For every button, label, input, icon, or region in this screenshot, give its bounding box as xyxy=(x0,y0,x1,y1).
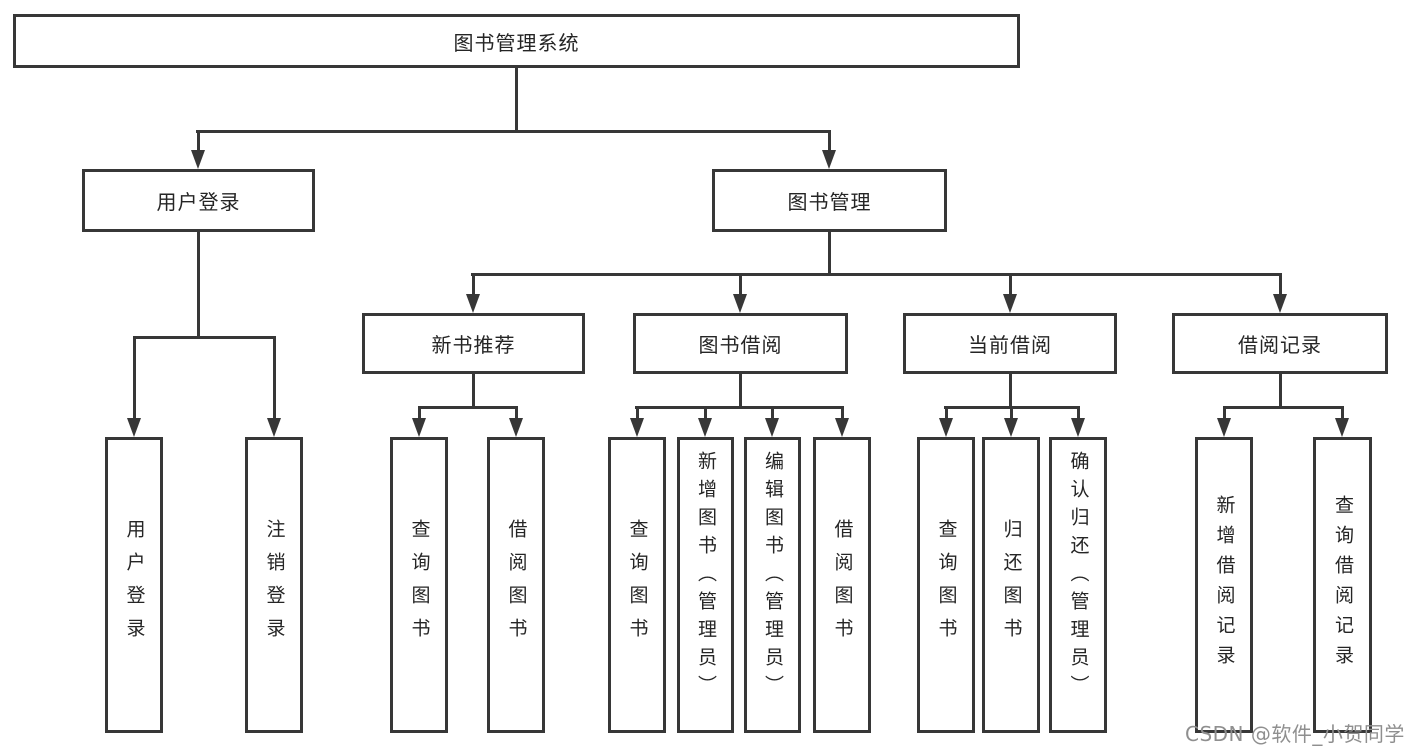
leaf-user-login-label: 用户登录 xyxy=(123,519,146,651)
node-current-borrow-label: 当前借阅 xyxy=(968,333,1052,357)
connector-drop-book-mgmt xyxy=(828,130,831,152)
node-root: 图书管理系统 xyxy=(13,14,1020,68)
connector-drop-br-query xyxy=(1341,406,1344,420)
connector-borrow-records-bar xyxy=(1223,406,1344,409)
node-book-borrow-label: 图书借阅 xyxy=(698,333,783,357)
leaf-user-login: 用户登录 xyxy=(105,437,163,733)
leaf-nb-borrow-books: 借阅图书 xyxy=(487,437,545,733)
arrowhead-bb-query xyxy=(630,418,644,437)
arrowhead-cb-query xyxy=(939,418,953,437)
arrowhead-bb-add xyxy=(698,418,712,437)
connector-book-borrow-stem xyxy=(739,374,742,409)
leaf-cb-confirm-return-label: 确认归还（管理员） xyxy=(1067,451,1090,703)
leaf-cb-return-books: 归还图书 xyxy=(982,437,1040,733)
leaf-br-query-record: 查询借阅记录 xyxy=(1313,437,1372,733)
connector-user-login-stem xyxy=(197,232,200,339)
connector-drop-user-login xyxy=(197,130,200,152)
connector-drop-cb-return xyxy=(1010,406,1013,420)
connector-drop-leaf-user-login xyxy=(133,336,136,420)
arrowhead-book-borrow xyxy=(733,294,747,313)
node-book-mgmt: 图书管理 xyxy=(712,169,947,232)
connector-drop-nb-borrow xyxy=(515,406,518,420)
connector-user-login-bar xyxy=(133,336,276,339)
leaf-cb-return-books-label: 归还图书 xyxy=(1000,519,1023,651)
node-book-borrow: 图书借阅 xyxy=(633,313,848,374)
connector-level3-bar xyxy=(471,273,1281,276)
arrowhead-bb-edit xyxy=(765,418,779,437)
csdn-watermark: CSDN @软件_小贺同学 xyxy=(1185,722,1405,746)
connector-drop-new-book-rec xyxy=(472,273,475,296)
arrowhead-cb-return xyxy=(1004,418,1018,437)
arrowhead-leaf-logout xyxy=(267,418,281,437)
leaf-nb-query-books: 查询图书 xyxy=(390,437,448,733)
node-user-login: 用户登录 xyxy=(82,169,315,232)
connector-drop-bb-query xyxy=(636,406,639,420)
node-root-label: 图书管理系统 xyxy=(453,30,580,55)
leaf-logout-label: 注销登录 xyxy=(263,519,286,651)
leaf-bb-edit-books: 编辑图书（管理员） xyxy=(744,437,801,733)
connector-new-book-rec-bar xyxy=(418,406,518,409)
connector-drop-cb-confirm xyxy=(1077,406,1080,420)
node-new-book-rec-label: 新书推荐 xyxy=(431,333,516,357)
connector-book-mgmt-stem xyxy=(828,232,831,276)
connector-borrow-records-stem xyxy=(1279,374,1282,409)
connector-drop-bb-add xyxy=(704,406,707,420)
arrowhead-new-book-rec xyxy=(466,294,480,313)
connector-level2-bar xyxy=(196,130,831,133)
leaf-bb-borrow-books-label: 借阅图书 xyxy=(831,519,854,651)
arrowhead-leaf-user-login xyxy=(127,418,141,437)
connector-drop-current-borrow xyxy=(1009,273,1012,296)
leaf-bb-query-books: 查询图书 xyxy=(608,437,666,733)
node-borrow-records-label: 借阅记录 xyxy=(1238,333,1322,357)
leaf-bb-add-books-label: 新增图书（管理员） xyxy=(695,451,717,703)
leaf-cb-confirm-return: 确认归还（管理员） xyxy=(1049,437,1107,733)
connector-root-stem xyxy=(515,68,518,132)
connector-current-borrow-stem xyxy=(1009,374,1012,409)
leaf-nb-borrow-books-label: 借阅图书 xyxy=(505,519,528,651)
connector-drop-br-add xyxy=(1223,406,1226,420)
connector-book-borrow-bar xyxy=(635,406,844,409)
connector-drop-leaf-logout xyxy=(273,336,276,420)
arrowhead-br-add xyxy=(1217,418,1231,437)
node-current-borrow: 当前借阅 xyxy=(903,313,1117,374)
leaf-br-add-record: 新增借阅记录 xyxy=(1195,437,1253,733)
arrowhead-bb-borrow xyxy=(835,418,849,437)
arrowhead-cb-confirm xyxy=(1071,418,1085,437)
connector-new-book-rec-stem xyxy=(472,374,475,409)
leaf-cb-query-books: 查询图书 xyxy=(917,437,975,733)
leaf-bb-edit-books-label: 编辑图书（管理员） xyxy=(762,451,784,703)
leaf-bb-borrow-books: 借阅图书 xyxy=(813,437,871,733)
leaf-logout: 注销登录 xyxy=(245,437,303,733)
connector-drop-book-borrow xyxy=(739,273,742,296)
arrowhead-nb-borrow xyxy=(509,418,523,437)
leaf-br-query-record-label: 查询借阅记录 xyxy=(1332,495,1354,675)
node-borrow-records: 借阅记录 xyxy=(1172,313,1388,374)
connector-drop-nb-query xyxy=(418,406,421,420)
arrowhead-book-mgmt xyxy=(822,150,836,169)
leaf-cb-query-books-label: 查询图书 xyxy=(935,519,958,651)
node-new-book-rec: 新书推荐 xyxy=(362,313,585,374)
node-user-login-label: 用户登录 xyxy=(156,190,241,214)
arrowhead-user-login xyxy=(191,150,205,169)
leaf-bb-add-books: 新增图书（管理员） xyxy=(677,437,734,733)
leaf-nb-query-books-label: 查询图书 xyxy=(408,519,431,651)
arrowhead-borrow-records xyxy=(1273,294,1287,313)
leaf-br-add-record-label: 新增借阅记录 xyxy=(1213,495,1236,675)
connector-drop-bb-borrow xyxy=(841,406,844,420)
arrowhead-br-query xyxy=(1335,418,1349,437)
connector-drop-borrow-records xyxy=(1279,273,1282,296)
leaf-bb-query-books-label: 查询图书 xyxy=(626,519,649,651)
node-book-mgmt-label: 图书管理 xyxy=(787,190,872,214)
connector-drop-cb-query xyxy=(945,406,948,420)
connector-drop-bb-edit xyxy=(771,406,774,420)
arrowhead-nb-query xyxy=(412,418,426,437)
arrowhead-current-borrow xyxy=(1003,294,1017,313)
